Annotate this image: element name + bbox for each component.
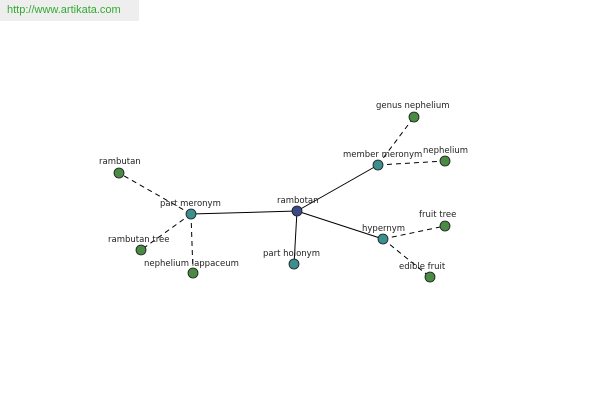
leaf-edible-fruit-node[interactable] [424, 271, 436, 283]
leaf-rambutan-tree-node[interactable] [135, 244, 147, 256]
center-rambotan-label: rambotan [277, 196, 319, 206]
url-banner: http://www.artikata.com [0, 0, 139, 21]
edge-hypernym-edible-fruit [382, 238, 431, 278]
edge-member-meronym [296, 164, 379, 212]
leaf-genus-nephelium-label: genus nephelium [376, 101, 450, 111]
relation-part-holonym-node[interactable] [288, 258, 300, 270]
leaf-fruit-tree-label: fruit tree [419, 210, 456, 220]
edge-part-holonym [293, 210, 298, 265]
leaf-rambutan-tree-label: rambutan tree [108, 235, 170, 245]
site-url-link[interactable]: http://www.artikata.com [7, 4, 121, 16]
relation-hypernym-label: hypernym [362, 224, 405, 234]
leaf-fruit-tree-node[interactable] [439, 220, 451, 232]
relation-member-meronym-node[interactable] [372, 159, 384, 171]
leaf-genus-nephelium-node[interactable] [408, 111, 420, 123]
leaf-rambutan-label: rambutan [99, 157, 141, 167]
relation-member-meronym-label: member meronym [343, 150, 422, 160]
edge-part-meronym-nephelium-lappaceum [190, 213, 194, 274]
edge-part-meronym-rambutan-tree [140, 213, 192, 251]
leaf-nephelium-label: nephelium [423, 146, 468, 156]
edges [118, 116, 446, 278]
edge-part-meronym [190, 210, 298, 215]
leaf-rambutan-node[interactable] [113, 167, 125, 179]
leaf-edible-fruit-label: edible fruit [399, 262, 446, 272]
center-rambotan-node[interactable] [291, 205, 303, 217]
leaf-nephelium-lappaceum-label: nephelium lappaceum [144, 259, 239, 269]
relation-part-meronym-label: part meronym [160, 199, 221, 209]
edge-hypernym-fruit-tree [382, 225, 446, 240]
relation-hypernym-node[interactable] [377, 233, 389, 245]
edge-hypernym [296, 210, 384, 240]
relation-part-meronym-node[interactable] [185, 208, 197, 220]
relation-part-holonym-label: part holonym [263, 249, 320, 259]
edge-member-meronym-nephelium [377, 160, 446, 166]
edge-member-meronym-genus-nephelium [377, 116, 415, 166]
leaf-nephelium-lappaceum-node[interactable] [187, 267, 199, 279]
edge-part-meronym-rambutan [118, 172, 192, 215]
leaf-nephelium-node[interactable] [439, 155, 451, 167]
